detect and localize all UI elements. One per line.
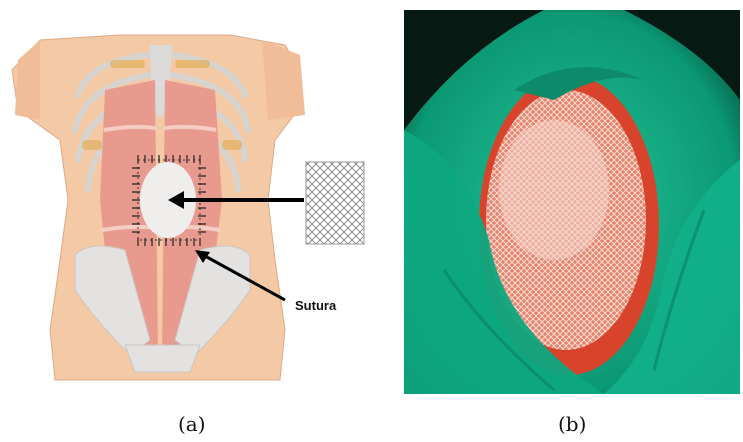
abdominal-diagram: Sutura xyxy=(0,0,395,400)
torso-illustration xyxy=(0,0,395,400)
caption-b: (b) xyxy=(558,412,586,436)
mesh-swatch xyxy=(306,162,364,244)
sutura-label: Sutura xyxy=(295,298,336,313)
caption-a: (a) xyxy=(178,412,206,436)
surgical-photo-svg xyxy=(404,10,740,394)
surgical-photo xyxy=(404,10,740,394)
